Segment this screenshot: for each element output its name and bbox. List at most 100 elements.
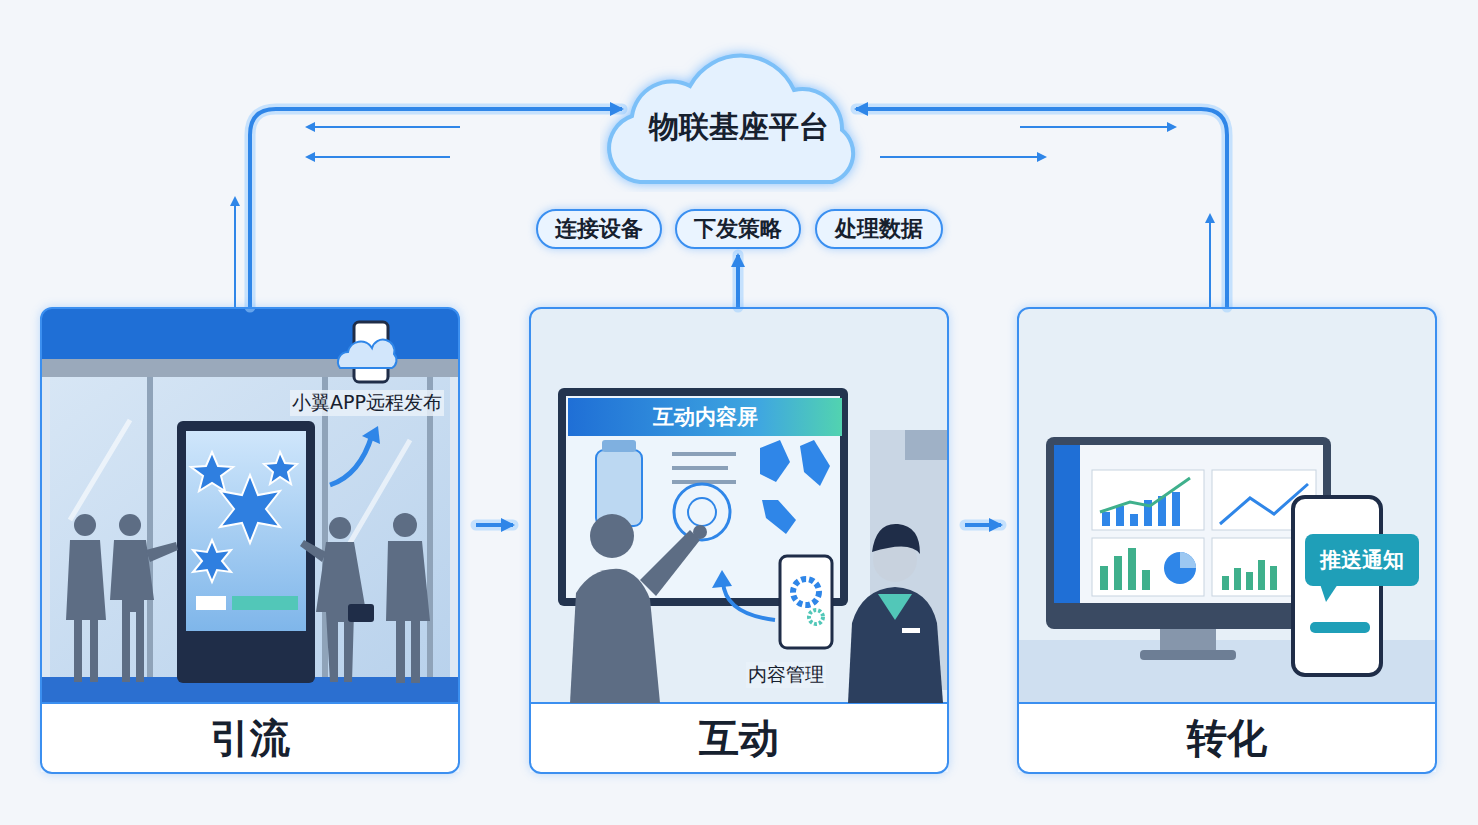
node-text: 引流 [210, 711, 290, 766]
interaction-scene-part [723, 582, 775, 620]
storefront-scene-part-part [147, 377, 153, 680]
storefront-scene-part [41, 308, 459, 359]
conversion-scene-part-part [1270, 566, 1277, 590]
interaction-scene-part-part [570, 569, 660, 703]
storefront-scene-part-part [393, 513, 417, 537]
storefront-scene-part-part [386, 541, 430, 683]
flow-connector [965, 523, 1001, 527]
flow-connector [250, 109, 622, 307]
conversion-scene-part-part [1102, 512, 1110, 526]
conversion-scene-part [1018, 702, 1436, 704]
conversion-scene-part-part [1222, 576, 1229, 590]
node-text: 推送通知 [1320, 546, 1404, 574]
node-text: 互动 [699, 711, 779, 766]
function-pill: 连接设备 [536, 209, 662, 249]
storefront-scene-part-part [66, 540, 106, 682]
interaction-scene-part-part [672, 452, 736, 456]
node-text: 转化 [1187, 711, 1267, 766]
conversion-scene-part-part [1246, 572, 1253, 590]
interaction-scene-part [602, 440, 636, 452]
thin-arrows-part [1020, 126, 1175, 128]
conversion-scene-part-part [1234, 568, 1241, 590]
stage-panel: 引流 [40, 307, 460, 774]
interaction-scene [530, 308, 948, 772]
node-text: 下发策略 [694, 214, 782, 244]
scene-label: 内容管理 [746, 662, 826, 688]
storefront-scene-part-part [70, 420, 130, 520]
storefront-scene-part-part [329, 517, 351, 539]
flow-connector [856, 109, 1227, 307]
conversion-scene-part [1054, 445, 1080, 603]
interaction-scene-part-part [672, 466, 728, 470]
conversion-scene-part-part [1092, 538, 1204, 596]
interaction-scene-part [530, 703, 948, 772]
storefront-scene-part-part [264, 452, 297, 484]
storefront-scene-part-part [146, 542, 178, 562]
storefront-scene-part [177, 421, 315, 683]
interaction-scene-part [688, 498, 716, 526]
conversion-scene-part-part [1128, 548, 1136, 590]
connector-glow [250, 109, 622, 307]
connector-glow [856, 109, 1227, 307]
thin-arrows-part [307, 156, 450, 158]
thin-arrows-part [307, 126, 460, 128]
caption-band: 转化 [1019, 704, 1435, 772]
conversion-scene-part-part [1130, 514, 1138, 526]
interaction-scene-part [848, 524, 943, 703]
interaction-scene-part-part [800, 440, 830, 486]
storefront-scene-part [362, 426, 380, 444]
interaction-scene-part-part [872, 524, 920, 554]
storefront-scene-part [232, 596, 298, 610]
interaction-scene-part-part [640, 530, 700, 596]
storefront-scene-part-part [322, 377, 328, 680]
function-pill: 下发策略 [675, 209, 801, 249]
interaction-scene-part [793, 579, 819, 605]
interaction-scene-part [530, 308, 948, 772]
storefront-scene-part [196, 596, 226, 610]
screen-header: 互动内容屏 [568, 398, 842, 436]
storefront-scene-part [41, 703, 459, 772]
conversion-scene-part-part [1100, 566, 1108, 590]
storefront-scene-part-part [110, 540, 154, 682]
storefront-scene-part-part [220, 475, 280, 543]
thin-arrows-part [880, 156, 1045, 158]
node-text: 连接设备 [555, 214, 643, 244]
conversion-scene-part-part [1116, 506, 1124, 526]
scene-label: 小翼APP远程发布 [290, 390, 444, 416]
flow-connector [476, 523, 513, 527]
interaction-scene-part-part [760, 440, 790, 482]
flow-connector [736, 255, 740, 307]
storefront-scene-part-part [191, 452, 233, 491]
storefront-scene-part [330, 435, 372, 485]
storefront-scene-part [191, 452, 297, 582]
interaction-scene-part [674, 484, 730, 540]
conversion-scene-part-part [1114, 556, 1122, 590]
storefront-scene [41, 308, 459, 772]
conversion-scene-part-part [1172, 492, 1180, 526]
notify-bubble: 推送通知 [1305, 534, 1419, 586]
conversion-scene-part-part [1142, 570, 1150, 590]
cloud-platform: 物联基座平台 [600, 42, 878, 192]
storefront-scene-part [186, 640, 306, 670]
conversion-scene-part [1092, 470, 1316, 596]
storefront-scene-part [348, 604, 374, 622]
storefront-scene-part [66, 513, 430, 683]
conversion-scene-part [1100, 478, 1190, 512]
interaction-scene-part [672, 454, 736, 482]
interaction-scene-part [570, 514, 700, 703]
conversion-scene-part-part [1092, 470, 1204, 530]
node-text: 处理数据 [835, 214, 923, 244]
storefront-scene-part [186, 431, 306, 631]
storefront-scene-part-part [427, 377, 433, 680]
interaction-scene-part [905, 430, 948, 460]
connector-glow [476, 520, 513, 531]
interaction-scene-part-part [902, 628, 920, 633]
cloud-outline [609, 56, 853, 182]
conversion-scene-part [1293, 497, 1381, 675]
conversion-scene-part [1180, 552, 1196, 568]
storefront-scene-part-part [300, 540, 326, 562]
storefront-scene-part-part [119, 514, 141, 536]
function-pill: 处理数据 [815, 209, 943, 249]
conversion-scene-part [1310, 622, 1370, 633]
